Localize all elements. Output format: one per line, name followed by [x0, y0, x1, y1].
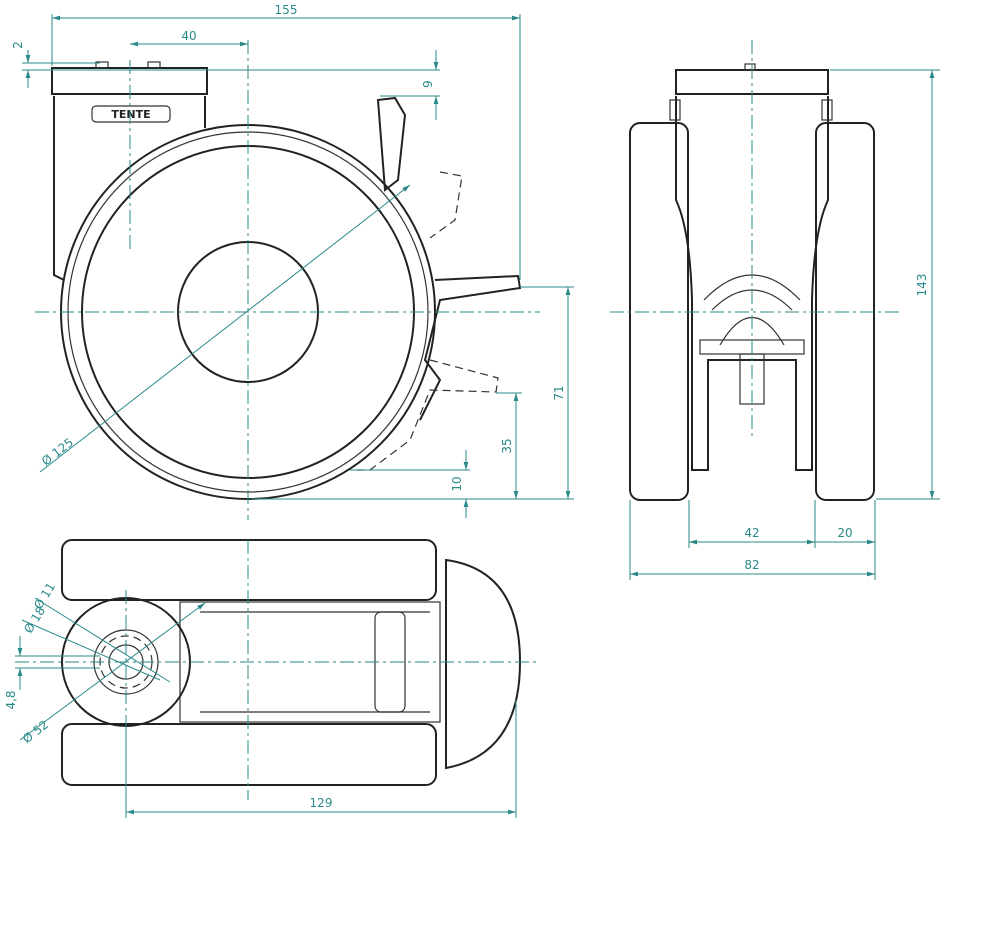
dim-thickness: 4,8: [4, 690, 18, 709]
dim-plate-diameter: Ø 52: [20, 718, 51, 747]
dim-height: 143: [915, 274, 929, 297]
dim-width: 155: [275, 3, 298, 17]
brand-logo: TENTE: [111, 108, 150, 121]
side-view: TENTE 155 40 2 9 Ø 125 71 35 10: [11, 3, 574, 520]
dim-overall: 82: [744, 558, 759, 572]
dim-offset: 40: [181, 29, 196, 43]
brake-lever: [376, 96, 407, 192]
dim-ground: 10: [450, 476, 464, 491]
dim-axle-height: 71: [552, 385, 566, 400]
brake-pedal: [445, 558, 522, 770]
dim-brake-height: 35: [500, 438, 514, 453]
front-view: 143 42 20 82: [610, 40, 940, 580]
dim-top: 9: [421, 80, 435, 88]
dim-length: 129: [310, 796, 333, 810]
dim-inner: 42: [744, 526, 759, 540]
dim-diameter: Ø 125: [39, 435, 76, 468]
plan-view: Ø 11 Ø 18 Ø 52 4,8 129: [4, 539, 540, 818]
dim-tread: 20: [837, 526, 852, 540]
dim-plate: 2: [11, 41, 25, 49]
brand-plate: [91, 105, 171, 123]
